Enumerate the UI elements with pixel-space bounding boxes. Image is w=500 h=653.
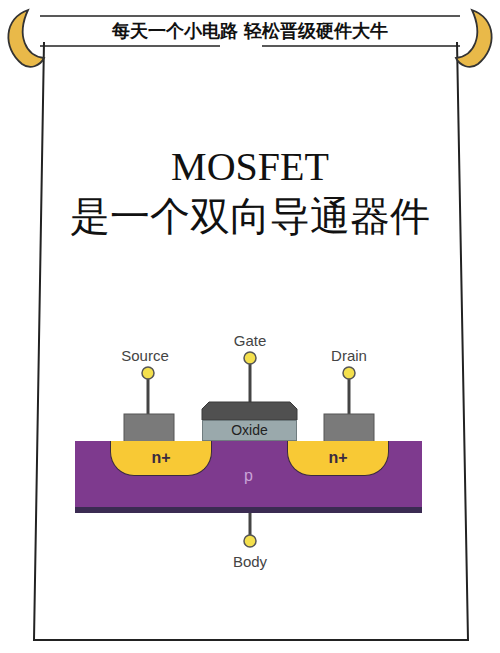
source-stem [147, 377, 150, 414]
source-contact [124, 414, 174, 442]
gate-stem [249, 362, 252, 402]
gate-metal [202, 402, 297, 420]
horn-decoration [8, 10, 44, 67]
terminal-label: Drain [331, 347, 367, 364]
header-line [40, 45, 220, 47]
n-plus-well: n+ [287, 441, 389, 476]
body-stem [249, 513, 252, 537]
doping-label: p [244, 467, 253, 485]
doping-label: n+ [328, 449, 347, 467]
header-line [262, 45, 460, 47]
oxide-layer: Oxide [202, 420, 297, 441]
oxide-label: Oxide [231, 423, 268, 438]
gate-terminal [244, 352, 256, 364]
n-plus-well: n+ [110, 441, 212, 476]
source-terminal [142, 367, 154, 379]
header-slogan: 每天一个小电路 轻松晋级硬件大牛 [108, 19, 392, 43]
page-title: MOSFET 是一个双向导通器件 [40, 142, 460, 242]
terminal-label: Source [121, 347, 169, 364]
drain-contact [324, 414, 374, 442]
p-substrate: p n+ n+ [75, 441, 422, 513]
header-line [40, 15, 460, 17]
terminal-label: Body [233, 553, 267, 570]
drain-terminal [343, 367, 355, 379]
terminal-label: Gate [234, 332, 267, 349]
body-terminal [244, 535, 256, 547]
drain-stem [348, 377, 351, 414]
page-frame [34, 42, 468, 640]
doping-label: n+ [151, 449, 170, 467]
horn-decoration [456, 10, 492, 67]
